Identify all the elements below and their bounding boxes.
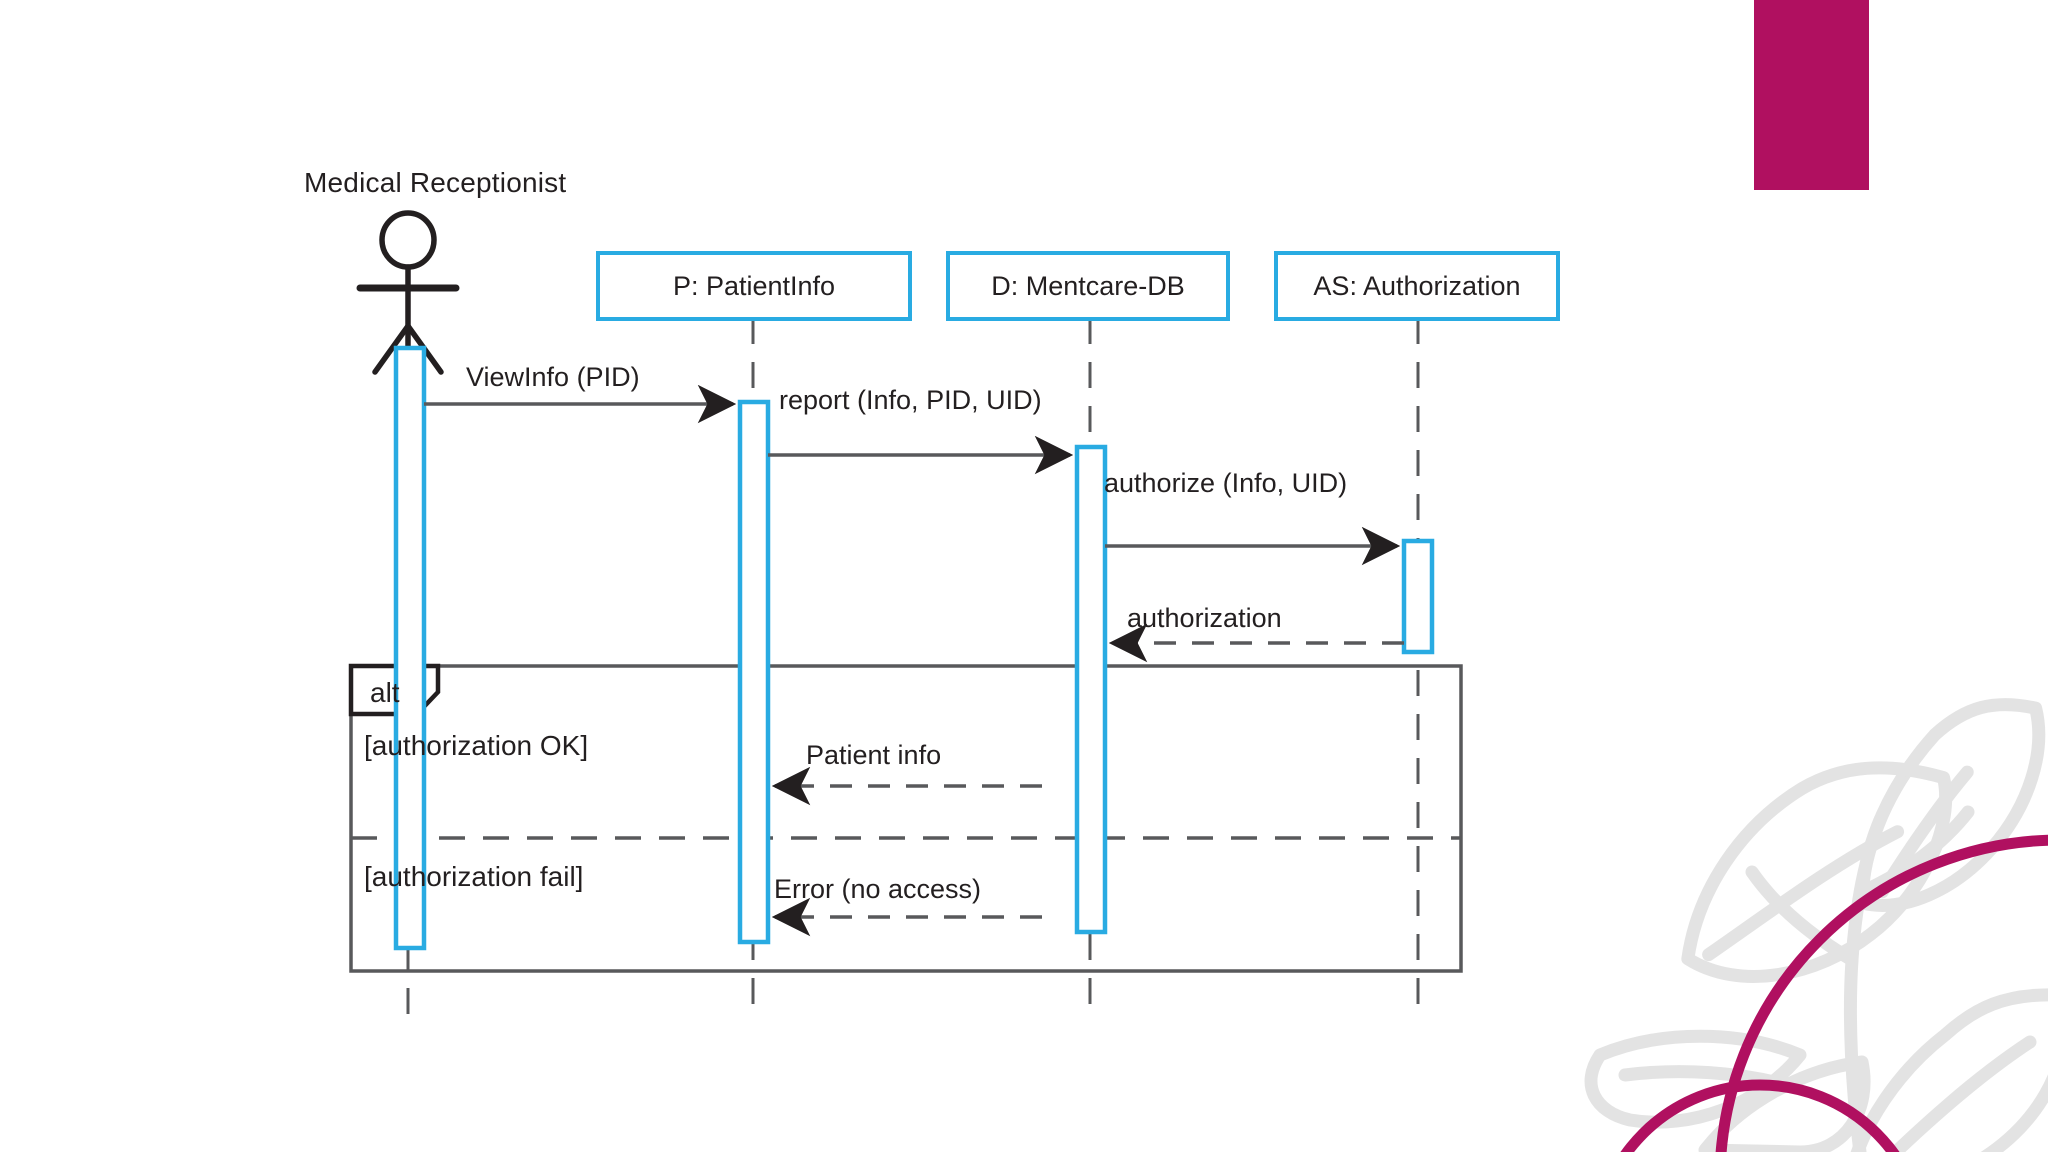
lifeline-label-D: D: Mentcare-DB [991, 271, 1185, 301]
activation-actor [393, 345, 427, 951]
magenta-arc-decor-icon [1620, 834, 2048, 1152]
activation-P [737, 399, 771, 945]
messages-group [424, 384, 1404, 937]
lifeline-label-P: P: PatientInfo [672, 271, 836, 301]
message-label-error: Error (no access) [774, 874, 982, 904]
participant-boxes [596, 251, 1560, 321]
actor-title: Medical Receptionist [304, 167, 567, 198]
message-label-authorize: authorize (Info, UID) [1104, 468, 1348, 498]
activation-D [1074, 444, 1108, 935]
alt-fragment-frame [348, 663, 1463, 973]
message-label-viewinfo: ViewInfo (PID) [466, 362, 640, 392]
message-label-patient-info: Patient info [806, 740, 942, 770]
magenta-top-bar [1754, 0, 1869, 190]
guard-label-authorization-fail: [authorization fail] [364, 861, 584, 892]
message-label-report: report (Info, PID, UID) [779, 385, 1042, 415]
lifeline-box-AS [1274, 251, 1560, 321]
message-label-authorization: authorization [1127, 603, 1282, 633]
stick-figure-actor-icon [356, 210, 460, 375]
lifeline-label-AS: AS: Authorization [1313, 271, 1521, 301]
guard-label-authorization-ok: [authorization OK] [364, 730, 589, 761]
activation-AS [1401, 538, 1435, 655]
lifeline-box-D [946, 251, 1230, 321]
alt-operator-label: alt [370, 677, 400, 708]
lifeline-box-P [596, 251, 912, 321]
activation-bars [393, 345, 1435, 951]
